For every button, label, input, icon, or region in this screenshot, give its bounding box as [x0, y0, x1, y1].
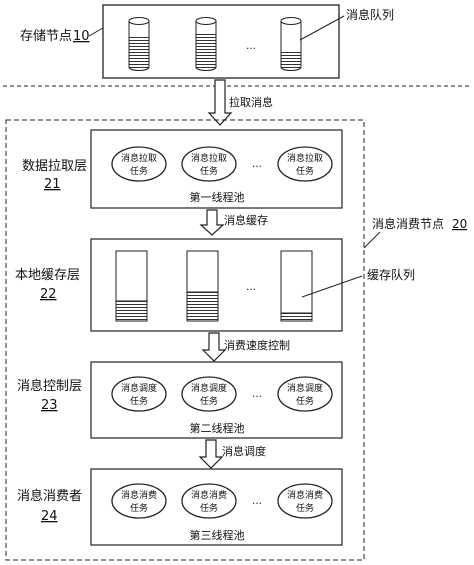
svg-text:任务: 任务 — [130, 502, 148, 514]
consumer-node-label: 消息消费节点 — [372, 216, 444, 231]
svg-text:消息拉取: 消息拉取 — [287, 152, 323, 164]
svg-text:任务: 任务 — [296, 502, 314, 514]
svg-text:消息消费: 消息消费 — [121, 489, 157, 501]
cache-queue — [115, 250, 148, 322]
message-schedule-label: 消息调度 — [222, 444, 266, 458]
storage-node-number: 10 — [73, 29, 90, 44]
cache-queue-pointer — [301, 275, 363, 298]
layer-title: 本地缓存层 — [15, 268, 80, 283]
consumer-node-number: 20 — [452, 217, 467, 231]
storage-ellipsis: … — [246, 41, 256, 52]
cache-ellipsis: … — [246, 282, 256, 293]
consume-task: 消息消费 任务 — [277, 483, 333, 519]
message-queue-pointer — [299, 15, 345, 41]
thread-pool-label: 第三线程池 — [190, 528, 245, 542]
layer-title: 消息控制层 — [17, 378, 82, 394]
svg-text:任务: 任务 — [296, 165, 314, 177]
storage-queue — [195, 17, 217, 71]
message-control-layer: 消息控制层 23 第二线程池 消息调度 任务 消息调度 任务 … 消息调度 任务 — [17, 361, 343, 439]
task-ellipsis: … — [252, 389, 262, 400]
svg-text:任务: 任务 — [130, 165, 148, 177]
svg-text:消息拉取: 消息拉取 — [191, 152, 227, 164]
message-cache-label: 消息缓存 — [224, 213, 268, 227]
data-pull-layer: 数据拉取层 21 第一线程池 消息拉取 任务 消息拉取 任务 … 消息拉取 任务 — [22, 129, 343, 209]
layer-number: 24 — [41, 509, 58, 524]
consume-task: 消息消费 任务 — [111, 483, 167, 519]
task-ellipsis: … — [252, 496, 262, 507]
storage-queue — [128, 17, 150, 71]
schedule-task: 消息调度 任务 — [181, 376, 237, 412]
pull-message-arrow — [207, 79, 233, 126]
cache-queue — [186, 250, 219, 322]
svg-text:消息消费: 消息消费 — [287, 489, 323, 501]
svg-text:消息调度: 消息调度 — [287, 382, 323, 394]
svg-text:任务: 任务 — [200, 502, 218, 514]
svg-text:消息调度: 消息调度 — [191, 382, 227, 394]
svg-text:消息拉取: 消息拉取 — [121, 152, 157, 164]
speed-control-arrow — [201, 332, 227, 362]
svg-text:任务: 任务 — [296, 395, 314, 407]
svg-text:任务: 任务 — [130, 395, 148, 407]
layer-number: 23 — [41, 398, 58, 413]
layer-title: 消息消费者 — [17, 488, 82, 504]
layer-number: 21 — [44, 177, 61, 192]
schedule-task: 消息调度 任务 — [277, 376, 333, 412]
svg-text:任务: 任务 — [200, 165, 218, 177]
task-ellipsis: … — [252, 159, 262, 170]
pull-message-label: 拉取消息 — [229, 95, 273, 109]
cache-queue — [280, 250, 313, 322]
storage-node: 存储节点 10 … 消息队列 — [20, 4, 394, 79]
layer-number: 22 — [40, 287, 57, 302]
message-cache-arrow — [199, 209, 225, 236]
storage-node-label: 存储节点 — [20, 29, 72, 44]
svg-text:消息调度: 消息调度 — [121, 382, 157, 394]
message-consumer-layer: 消息消费者 24 第三线程池 消息消费 任务 消息消费 任务 … 消息消费 任务 — [17, 468, 343, 546]
local-cache-layer: 本地缓存层 22 … 缓存队列 — [15, 238, 415, 332]
storage-node-pointer — [88, 27, 104, 37]
message-schedule-arrow — [198, 439, 224, 469]
thread-pool-label: 第一线程池 — [190, 190, 245, 204]
cache-queue-label: 缓存队列 — [367, 267, 415, 282]
consume-task: 消息消费 任务 — [181, 483, 237, 519]
pull-task: 消息拉取 任务 — [277, 146, 333, 182]
layer-title: 数据拉取层 — [22, 159, 87, 174]
schedule-task: 消息调度 任务 — [111, 376, 167, 412]
svg-text:消息消费: 消息消费 — [191, 489, 227, 501]
consumer-node-pointer — [363, 231, 381, 249]
consumer-node-box — [5, 119, 365, 561]
svg-text:任务: 任务 — [200, 395, 218, 407]
message-queue-label: 消息队列 — [346, 7, 394, 22]
thread-pool-label: 第二线程池 — [190, 421, 245, 435]
storage-queue — [280, 17, 302, 71]
speed-control-label: 消费速度控制 — [224, 338, 290, 352]
pull-task: 消息拉取 任务 — [111, 146, 167, 182]
pull-task: 消息拉取 任务 — [181, 146, 237, 182]
